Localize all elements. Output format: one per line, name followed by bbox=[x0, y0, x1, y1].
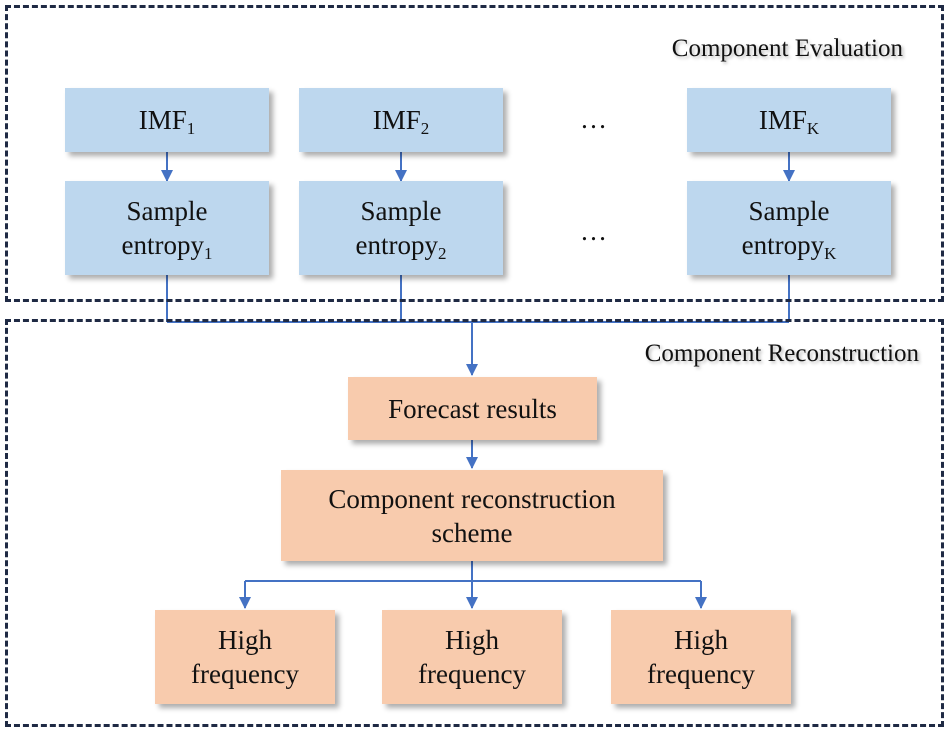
imf-label: IMFK bbox=[758, 105, 820, 138]
ellipsis-entropy: … bbox=[580, 216, 607, 246]
imf-box-2: IMF2 bbox=[299, 88, 503, 152]
ellipsis-imf: … bbox=[580, 104, 607, 134]
component-reconstruction-title: Component Reconstruction bbox=[644, 340, 919, 367]
imf-label: IMF2 bbox=[372, 105, 430, 138]
component-evaluation-title: Component Evaluation bbox=[671, 35, 903, 62]
sample-entropy-box-1: Sample entropy1 bbox=[65, 181, 269, 275]
component-reconstruction-panel: Component Reconstruction bbox=[5, 319, 944, 727]
sample-entropy-box-2: Sample entropy2 bbox=[299, 181, 503, 275]
forecast-results-box: Forecast results bbox=[348, 377, 597, 440]
high-frequency-box-3: High frequency bbox=[611, 610, 791, 704]
high-frequency-box-1: High frequency bbox=[155, 610, 335, 704]
sample-entropy-box-k: Sample entropyK bbox=[687, 181, 891, 275]
high-frequency-box-2: High frequency bbox=[382, 610, 562, 704]
imf-box-1: IMF1 bbox=[65, 88, 269, 152]
imf-label: IMF1 bbox=[138, 105, 196, 138]
component-evaluation-panel: Component Evaluation bbox=[5, 5, 944, 302]
reconstruction-scheme-box: Component reconstruction scheme bbox=[281, 470, 663, 561]
imf-box-k: IMFK bbox=[687, 88, 891, 152]
